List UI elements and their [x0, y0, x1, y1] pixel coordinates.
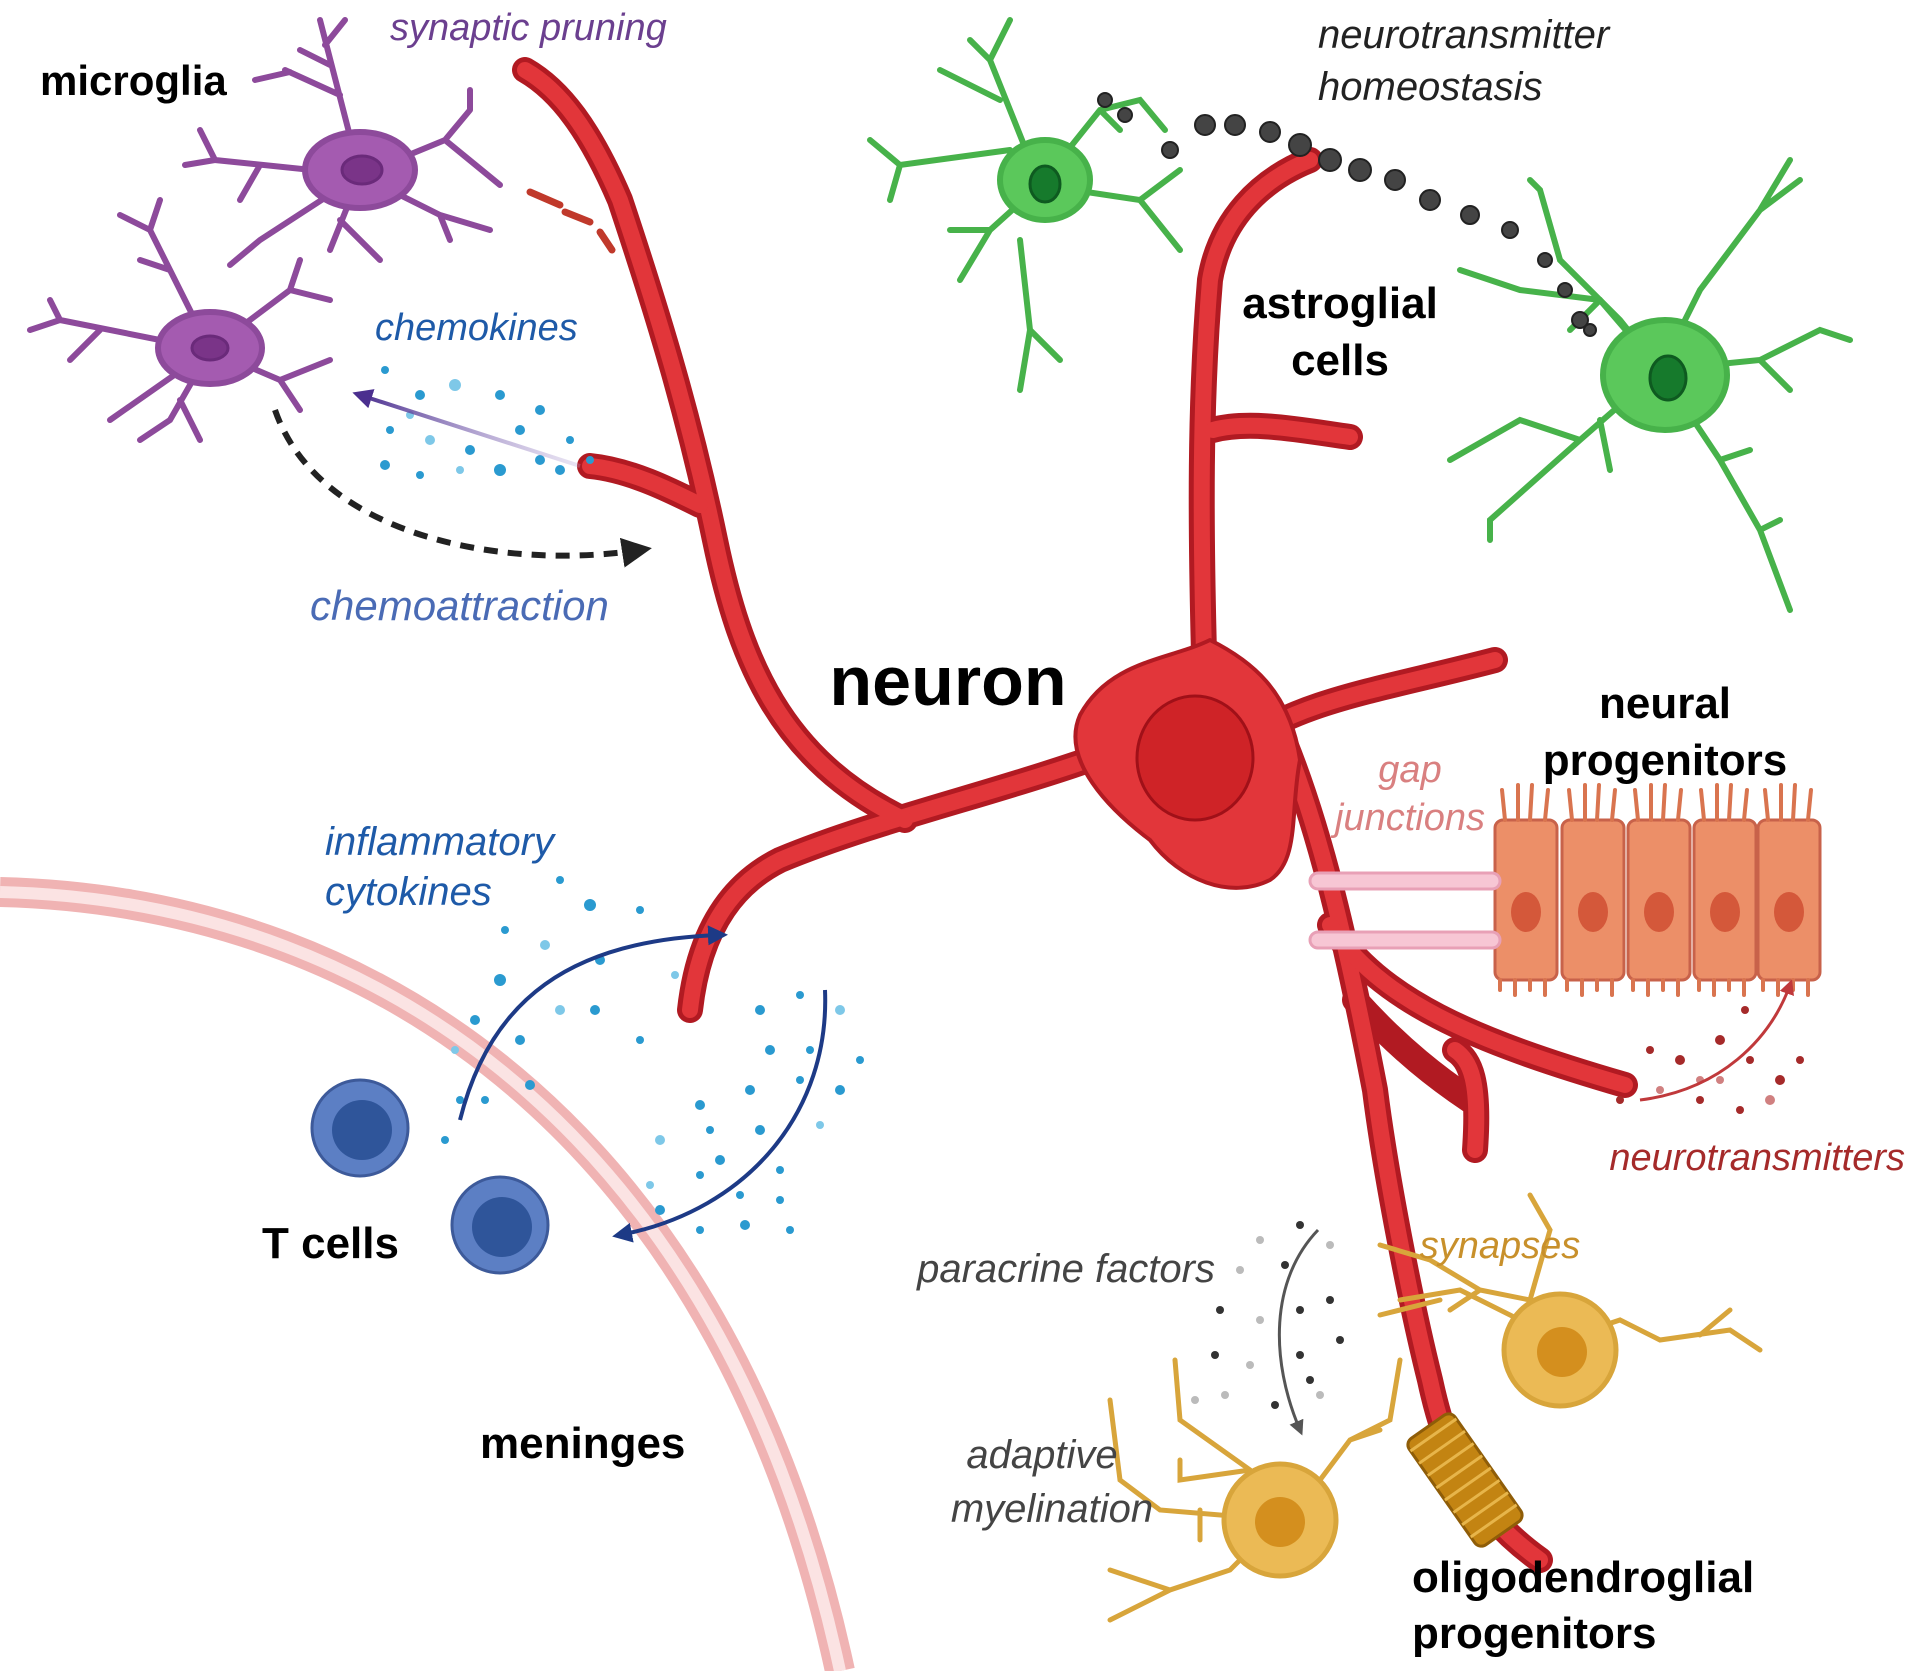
neurotransmitters-label: neurotransmitters — [1609, 1137, 1905, 1179]
synapses-label: synapses — [1420, 1225, 1581, 1267]
meninges-label: meninges — [480, 1419, 685, 1468]
microglia-label: microglia — [40, 57, 227, 104]
synaptic-pruning-label: synaptic pruning — [390, 7, 667, 49]
astrocyte-cell-1 — [867, 17, 1183, 393]
neurotransmitters-arrow — [1639, 979, 1794, 1102]
t-cell-2 — [450, 1175, 550, 1275]
oligodendrocyte-lower — [1107, 1357, 1403, 1623]
neurotransmitter-dots — [1616, 1006, 1804, 1114]
neurotransmitter-beads — [1097, 92, 1597, 337]
astroglial-label-line1: astroglial — [1242, 279, 1438, 328]
neurotransmitter-homeostasis-line2: homeostasis — [1318, 65, 1543, 109]
cytokine-arrow-down — [612, 989, 828, 1243]
neurotransmitter-homeostasis-line1: neurotransmitter — [1318, 13, 1611, 57]
oligodendroglial-progenitors-line1: oligodendroglial — [1412, 1553, 1754, 1602]
meninges-membrane — [0, 877, 855, 1671]
paracrine-factors-label: paracrine factors — [916, 1247, 1215, 1291]
gap-junctions-line2: junctions — [1330, 797, 1485, 839]
gap-junction-tubes — [1308, 871, 1502, 950]
microglia-cell-2 — [27, 197, 333, 443]
pruning-marks — [526, 188, 616, 254]
t-cells-label: T cells — [262, 1219, 399, 1268]
paracrine-dots — [1191, 1221, 1344, 1409]
adaptive-myelination-line2: myelination — [951, 1487, 1153, 1531]
inflammatory-cytokines-line1: inflammatory — [325, 820, 557, 864]
chemokines-arrow — [352, 389, 581, 468]
adaptive-myelination-line1: adaptive — [966, 1433, 1117, 1477]
gap-junctions-line1: gap — [1378, 749, 1441, 791]
neuron-cell — [512, 57, 1638, 1573]
oligodendroglial-progenitors-line2: progenitors — [1412, 1609, 1656, 1658]
chemoattraction-arrow — [272, 409, 652, 568]
neuron-label: neuron — [829, 642, 1066, 720]
cytokine-arrow-up — [458, 925, 728, 1121]
neural-progenitor-cells — [1493, 783, 1822, 997]
inflammatory-cytokines-line2: cytokines — [325, 870, 492, 914]
astrocyte-cell-2 — [1447, 157, 1853, 613]
astroglial-label-line2: cells — [1291, 336, 1389, 385]
myelin-sheath — [1406, 1412, 1524, 1548]
t-cell-1 — [310, 1078, 410, 1178]
chemokine-dots — [380, 366, 594, 479]
chemoattraction-label: chemoattraction — [310, 582, 609, 629]
cytokine-dots — [441, 876, 864, 1234]
neural-progenitors-line1: neural — [1599, 679, 1731, 728]
neural-progenitors-line2: progenitors — [1543, 736, 1787, 785]
paracrine-arrow — [1277, 1228, 1320, 1436]
chemokines-label: chemokines — [375, 307, 578, 349]
microglia-cell-1 — [182, 17, 503, 268]
oligodendrocyte-upper — [1377, 1192, 1763, 1409]
